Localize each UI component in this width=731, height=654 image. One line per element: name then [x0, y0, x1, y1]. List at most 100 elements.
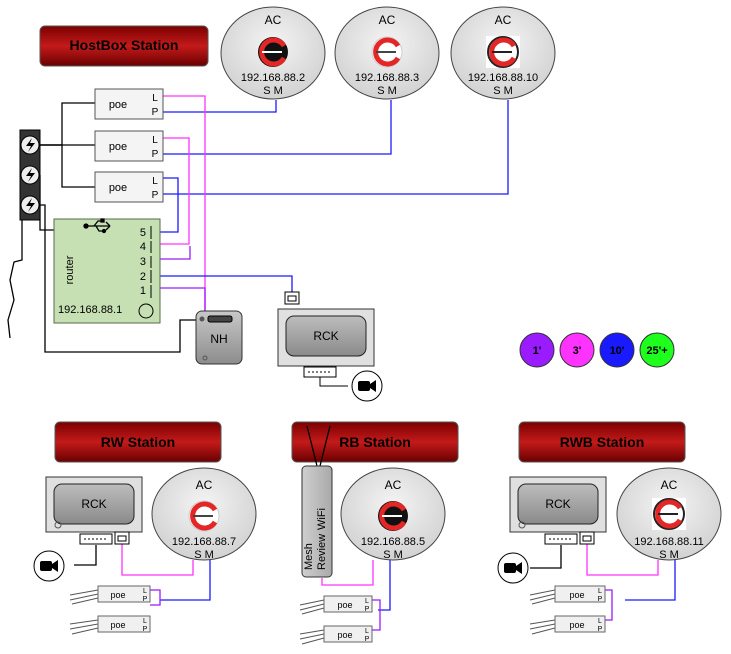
- rck-label: RCK: [545, 497, 570, 511]
- router-ports: 5 4 3 2 1: [140, 226, 152, 298]
- rwb-station-banner: RWB Station: [518, 421, 686, 463]
- poe-port-l: L: [152, 93, 158, 104]
- rb-station-banner: RB Station: [291, 421, 459, 463]
- poe-port-p: P: [152, 190, 159, 201]
- ac-unit-4: AC 192.168.88.7 S M: [151, 467, 257, 561]
- ac-unit-3: AC 192.168.88.10 S M: [450, 6, 556, 100]
- svg-text:P: P: [598, 626, 603, 633]
- hostbox-station-title: HostBox Station: [70, 37, 179, 53]
- router: router 5 4 3 2 1 192.168.88.1: [53, 218, 161, 324]
- camera-icon: [351, 370, 383, 402]
- router-power-button: [138, 303, 154, 319]
- rw-station: RCK AC 192.168.88.7 S M poe L P: [33, 467, 257, 635]
- ac-ports: S M: [659, 549, 679, 561]
- rck-label: RCK: [81, 497, 106, 511]
- poe-label: poe: [110, 620, 125, 630]
- ac-ports: S M: [263, 85, 283, 97]
- poe-label: poe: [109, 99, 127, 111]
- ac-unit-6: AC 192.168.88.11 S M: [616, 467, 722, 561]
- ac-unit-5: AC 192.168.88.5 S M: [340, 467, 446, 561]
- svg-text:3': 3': [573, 345, 582, 357]
- poe-port-p: P: [152, 149, 159, 160]
- svg-text:P: P: [365, 606, 370, 613]
- rw-poe-2: poe L P: [69, 615, 151, 635]
- nh-label: NH: [210, 332, 227, 346]
- rw-station-banner: RW Station: [54, 421, 222, 463]
- rwb-cables: [530, 542, 676, 621]
- cable-length-legend: 1' 3' 10' 25'+: [519, 332, 675, 368]
- ac-logo-icon: [188, 500, 220, 532]
- legend-item-25ft: 25'+: [639, 332, 675, 368]
- ac-logo-icon: [652, 498, 686, 530]
- ac-label: AC: [495, 13, 512, 27]
- power-strip: [19, 129, 41, 221]
- router-label: router: [64, 255, 76, 284]
- rwb-poe-1: poe L P: [529, 585, 606, 605]
- ac-logo-icon: [258, 37, 288, 67]
- poe-label: poe: [569, 590, 584, 600]
- ac-label: AC: [379, 13, 396, 27]
- router-port-4: 4: [140, 241, 146, 253]
- router-ip: 192.168.88.1: [58, 304, 122, 316]
- mesh-label: Mesh: [303, 543, 315, 570]
- poe-label: poe: [337, 630, 352, 640]
- mesh-label: Review: [316, 534, 328, 570]
- ac-ports: S M: [377, 85, 397, 97]
- rwb-station: RCK AC 192.168.88.11 S M poe: [497, 467, 722, 635]
- rb-cables: [306, 425, 391, 631]
- camera-icon: [497, 552, 529, 584]
- rck-label: RCK: [313, 329, 338, 343]
- mesh-label: WiFi: [316, 508, 328, 530]
- hostbox-rck: RCK: [277, 291, 383, 402]
- power-outlet-icon: [20, 135, 40, 155]
- rb-poe-2: poe L P: [299, 625, 373, 645]
- ac-ip: 192.168.88.7: [172, 536, 236, 548]
- rb-station-title: RB Station: [339, 434, 411, 450]
- ac-ports: S M: [493, 85, 513, 97]
- poe-label: poe: [569, 620, 584, 630]
- legend-item-1ft: 1': [519, 332, 555, 368]
- rb-station: Mesh Review WiFi AC 192.168.88.5 S M poe…: [299, 425, 446, 645]
- ac-unit-1: AC 192.168.88.2 S M: [220, 6, 326, 100]
- svg-text:L: L: [365, 628, 369, 635]
- legend-item-3ft: 3': [559, 332, 595, 368]
- power-outlet-icon: [20, 195, 40, 215]
- router-port-2: 2: [140, 271, 146, 283]
- svg-text:10': 10': [610, 345, 625, 357]
- hostbox-station-banner: HostBox Station: [39, 25, 209, 67]
- ac-logo-icon: [371, 36, 403, 68]
- svg-text:P: P: [365, 636, 370, 643]
- router-port-3: 3: [140, 256, 146, 268]
- svg-text:L: L: [143, 588, 147, 595]
- poe-port-p: P: [152, 107, 159, 118]
- ac-label: AC: [385, 478, 402, 492]
- ac-ip: 192.168.88.10: [468, 72, 538, 84]
- poe-label: poe: [110, 590, 125, 600]
- ac-label: AC: [265, 13, 282, 27]
- poe-label: poe: [109, 182, 127, 194]
- rw-station-title: RW Station: [101, 434, 175, 450]
- ac-ports: S M: [383, 549, 403, 561]
- usb-icon: [83, 218, 111, 234]
- ac-ip: 192.168.88.11: [634, 536, 704, 548]
- poe-injector-1: poe L P: [94, 88, 164, 120]
- hostbox-cables: [7, 95, 509, 353]
- ac-ports: S M: [194, 549, 214, 561]
- poe-port-l: L: [152, 135, 158, 146]
- svg-text:L: L: [598, 618, 602, 625]
- rwb-poe-2: poe L P: [529, 615, 606, 635]
- power-outlet-icon: [20, 165, 40, 185]
- svg-text:L: L: [365, 598, 369, 605]
- poe-label: poe: [109, 141, 127, 153]
- svg-text:L: L: [143, 618, 147, 625]
- svg-text:P: P: [598, 596, 603, 603]
- ac-ip: 192.168.88.5: [361, 536, 425, 548]
- svg-text:25'+: 25'+: [646, 345, 667, 357]
- router-port-5: 5: [140, 227, 146, 239]
- legend-item-10ft: 10': [599, 332, 635, 368]
- svg-text:1': 1': [533, 345, 542, 357]
- nh-device: NH: [195, 310, 243, 365]
- router-port-1: 1: [140, 285, 146, 297]
- mesh-wifi-device: Mesh Review WiFi: [301, 465, 333, 578]
